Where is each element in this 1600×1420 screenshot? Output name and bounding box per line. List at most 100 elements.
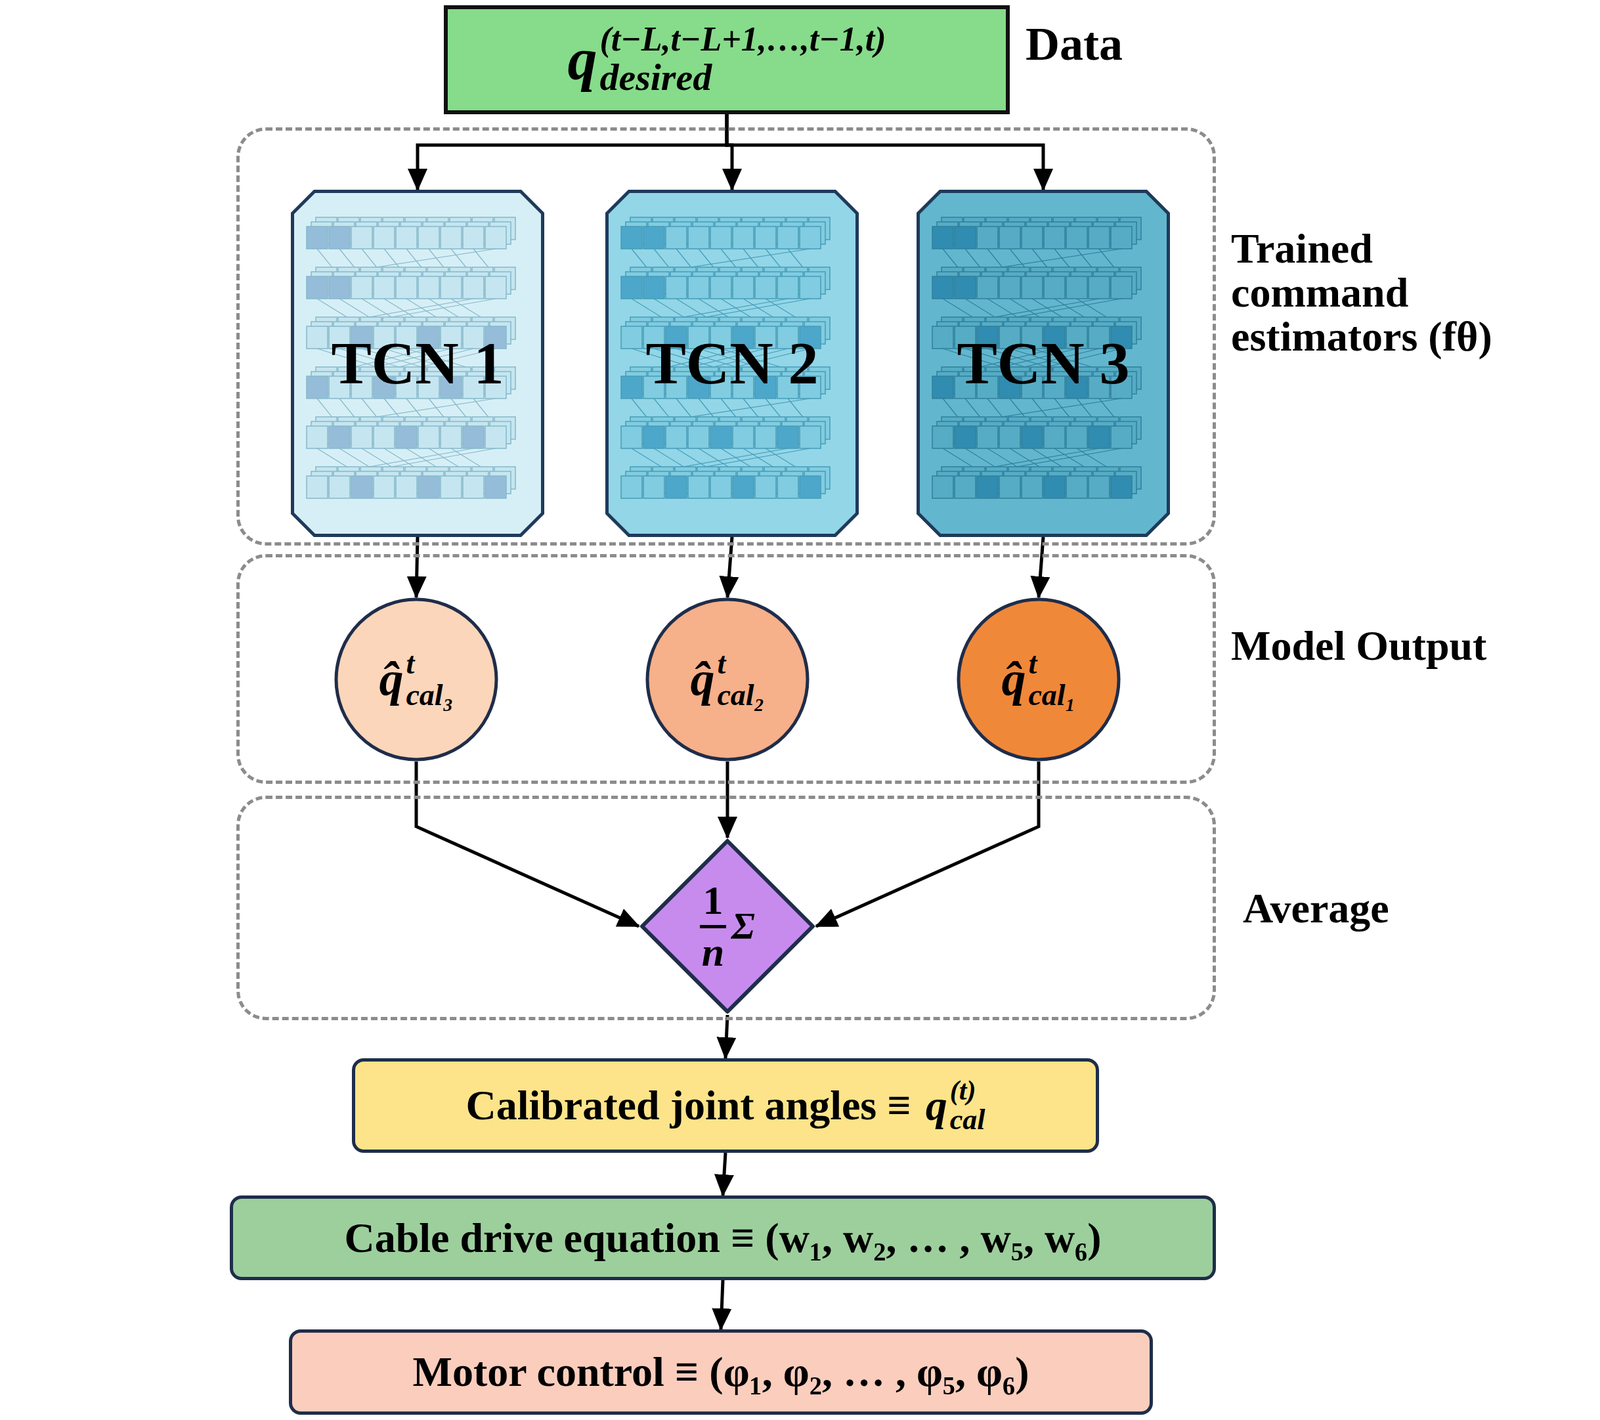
tcn-cell xyxy=(418,226,440,249)
tcn-cell xyxy=(665,426,687,449)
tcn-cell xyxy=(643,475,665,499)
region-heading: Model Output xyxy=(1231,623,1494,668)
tcn-cell xyxy=(373,226,395,249)
tcn-cell xyxy=(1066,426,1088,449)
math-symbol: q̂ xyxy=(690,653,715,706)
tcn-cell xyxy=(999,426,1021,449)
tcn-cell xyxy=(485,475,507,499)
tcn-cell xyxy=(710,426,732,449)
tcn-cell xyxy=(1021,226,1043,249)
tcn-cell xyxy=(688,475,710,499)
tcn-fill xyxy=(607,191,858,536)
tcn-cell xyxy=(932,326,954,349)
section-label-text: Data xyxy=(1025,17,1123,71)
tcn-cell xyxy=(440,475,462,499)
tcn-cell xyxy=(755,475,777,499)
tcn-cell xyxy=(373,276,395,299)
connector-arrow xyxy=(722,1152,726,1196)
tcn-cell xyxy=(976,426,998,449)
superscript-text: t xyxy=(1028,648,1037,680)
connector-arrow xyxy=(726,114,1044,190)
tcn-cell xyxy=(643,426,665,449)
script-stack: tcal₃ xyxy=(405,648,454,712)
tcn-cell xyxy=(954,475,976,499)
tcn-cell xyxy=(328,276,350,299)
tcn-cell xyxy=(621,326,643,349)
script-stack: (t)cal xyxy=(950,1076,986,1136)
tcn-cell xyxy=(643,226,665,249)
fraction: 1n xyxy=(699,879,727,973)
script-stack: (t−L,t−L+1,…,t−1,t)desired xyxy=(599,21,886,98)
tcn-cell xyxy=(306,276,328,299)
connector-arrow xyxy=(417,114,727,190)
tcn-cell xyxy=(1088,276,1110,299)
connector-arrow xyxy=(727,537,733,598)
fraction-bar xyxy=(699,925,727,929)
tcn-cell xyxy=(485,426,507,449)
box-content: Motor control ≡ (φ₁, φ₂, … , φ₅, φ₆) xyxy=(412,1349,1030,1394)
tcn-cell xyxy=(1088,426,1110,449)
tcn-cell xyxy=(306,475,328,499)
script-stack: tcal₂ xyxy=(716,648,765,712)
tcn-layer-grid xyxy=(306,217,516,499)
tcn-cell xyxy=(328,226,350,249)
tcn-cell xyxy=(418,475,440,499)
math-expression: q̂tcal₁ xyxy=(1001,648,1076,712)
process-box: Cable drive equation ≡ (w₁, w₂, … , w₅, … xyxy=(229,1195,1216,1281)
tcn-cell xyxy=(1088,226,1110,249)
circle-fill xyxy=(647,599,808,760)
sum-symbol: Σ xyxy=(731,906,756,947)
model-output-circle: q̂tcal₃ xyxy=(334,597,499,762)
tcn-cell xyxy=(1110,226,1132,249)
subscript-text: desired xyxy=(599,57,712,98)
tcn-cell xyxy=(485,276,507,299)
output-region: Model Outputq̂tcal₃q̂tcal₂q̂tcal₁ xyxy=(236,554,1216,784)
tcn-cell xyxy=(999,475,1021,499)
tcn-cell xyxy=(328,426,350,449)
region-heading-text: Model Output xyxy=(1231,623,1494,668)
math-symbol: q̂ xyxy=(378,653,404,706)
tcn-cell xyxy=(799,276,821,299)
tcn-cell xyxy=(710,475,732,499)
tcn-cell xyxy=(932,226,954,249)
tcn-cell xyxy=(621,426,643,449)
tcn-cell xyxy=(1066,276,1088,299)
tcn-cell xyxy=(932,276,954,299)
tcn-cell xyxy=(732,475,754,499)
tcn-cell xyxy=(1043,276,1065,299)
connector-arrow xyxy=(726,761,730,838)
tcn-cell xyxy=(1066,475,1088,499)
tcn-cell xyxy=(440,426,462,449)
tcn-cell xyxy=(777,426,799,449)
box-text: Cable drive equation ≡ (w₁, w₂, … , w₅, … xyxy=(344,1215,1102,1260)
tcn-cell xyxy=(665,276,687,299)
tcn-cell xyxy=(306,326,328,349)
tcn-cell xyxy=(799,226,821,249)
tcn-cell xyxy=(688,426,710,449)
math-expression: q(t)cal xyxy=(925,1076,986,1136)
tcn-cell xyxy=(462,426,484,449)
tcn-cell xyxy=(621,226,643,249)
math-expression: q̂tcal₃ xyxy=(378,648,454,712)
connector-arrow xyxy=(816,761,1039,927)
model-output-circle: q̂tcal₁ xyxy=(956,597,1121,762)
tcn-block: TCN 1 xyxy=(290,189,545,538)
tcn-block: TCN 2 xyxy=(605,189,859,538)
diamond-fill xyxy=(642,841,813,1012)
tcn-cell xyxy=(351,475,373,499)
tcn-cell xyxy=(1110,475,1132,499)
region-heading: Average xyxy=(1242,886,1506,931)
tcn-cell xyxy=(1110,276,1132,299)
script-stack: tcal₁ xyxy=(1028,648,1076,712)
subscript-text: cal₃ xyxy=(405,679,454,712)
tcn-cell xyxy=(328,475,350,499)
tcn-cell xyxy=(1043,426,1065,449)
superscript-text: t xyxy=(716,648,726,680)
tcn-cell xyxy=(395,226,417,249)
tcn-cell xyxy=(1043,226,1065,249)
subscript-text: cal xyxy=(950,1104,986,1136)
tcn-cell xyxy=(395,475,417,499)
tcn-cell xyxy=(1021,426,1043,449)
tcn-cell xyxy=(976,226,998,249)
tcn-fill xyxy=(292,191,543,536)
